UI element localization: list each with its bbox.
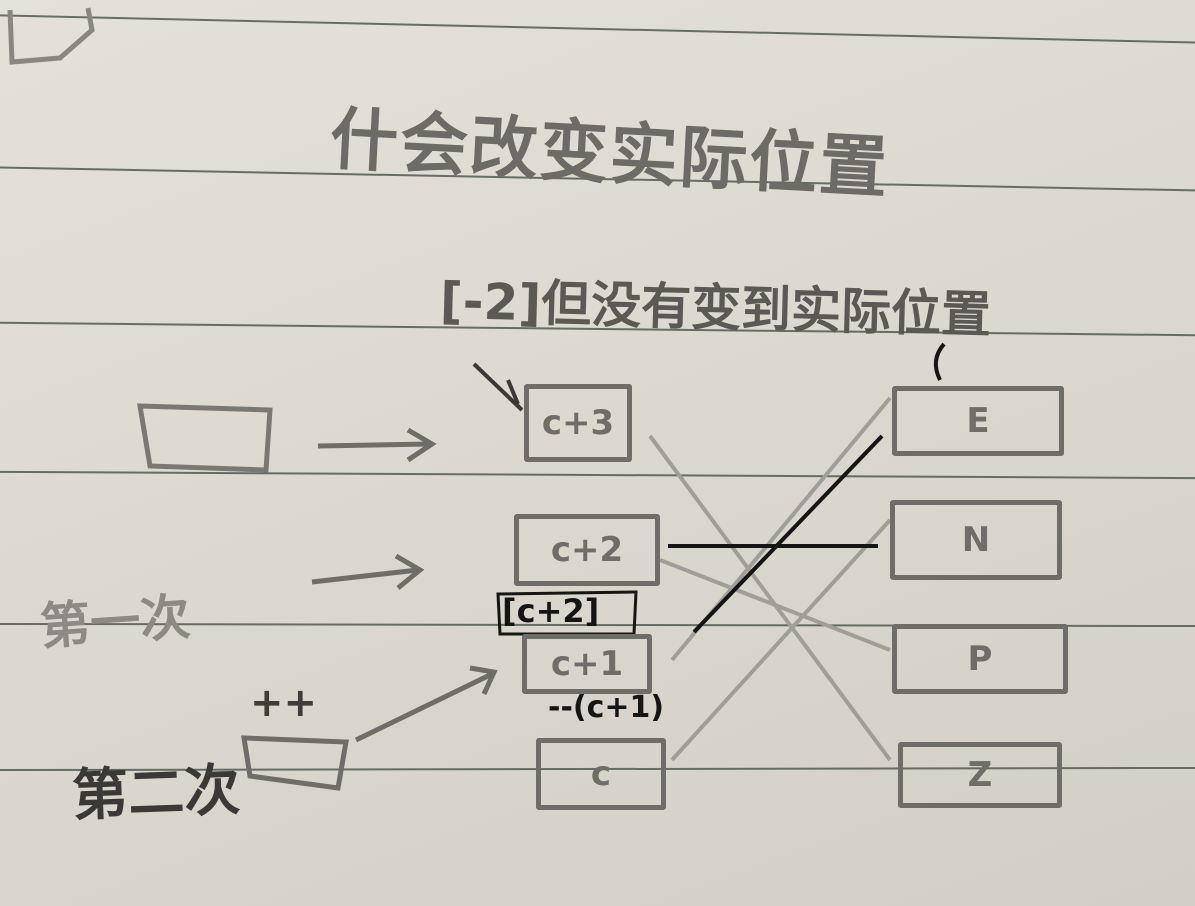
- right-box-label: P: [967, 639, 993, 679]
- second-time-label: 第二次: [71, 758, 242, 829]
- middle-box-label: c+3: [541, 403, 615, 443]
- ink-label-c-plus-2: [c+2]: [502, 592, 600, 630]
- middle-box-c-plus-2: c+2: [514, 514, 660, 586]
- right-box-z: Z: [898, 742, 1062, 808]
- ink-label-minus-c-plus-1: --(c+1): [548, 690, 665, 725]
- middle-box-label: c+2: [550, 530, 624, 570]
- right-box-n: N: [890, 500, 1062, 580]
- right-box-label: N: [961, 520, 991, 560]
- middle-box-c: c: [536, 738, 666, 810]
- middle-box-c-plus-1: c+1: [522, 634, 652, 694]
- middle-box-c-plus-3: c+3: [524, 384, 632, 462]
- right-box-label: Z: [967, 755, 993, 795]
- first-time-label: 第一次: [38, 587, 193, 657]
- right-box-p: P: [892, 624, 1068, 694]
- middle-box-label: c+1: [550, 644, 624, 684]
- middle-box-label: c: [590, 754, 612, 794]
- subtitle-note: [-2]但没有变到实际位置: [439, 271, 992, 345]
- plus-plus-label: ++: [250, 680, 318, 726]
- right-box-e: E: [892, 386, 1064, 456]
- right-box-label: E: [966, 401, 990, 441]
